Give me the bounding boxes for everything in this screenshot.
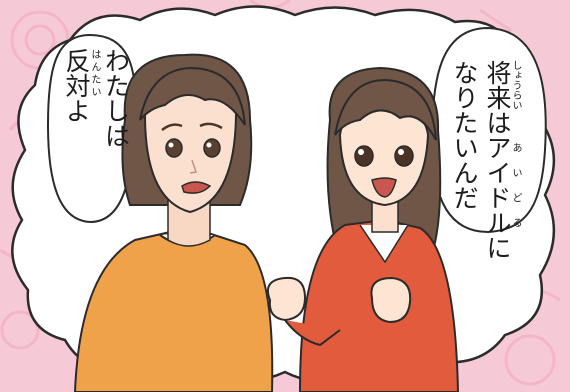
daughter-figure — [266, 66, 460, 392]
speech-column-2: なりたいんだ — [450, 60, 479, 210]
speech-text-daughter: 将来しょうらいはアイドルあいどるに なりたいんだ — [448, 60, 521, 260]
mother-figure — [73, 53, 274, 392]
speech-column-1: 将来しょうらいはアイドルあいどるに — [483, 60, 521, 260]
speech-text-mother: わたしは 反対はんたいよ — [60, 48, 133, 148]
speech-bubble-right — [430, 26, 547, 234]
speech-column-1: わたしは — [101, 48, 131, 148]
speech-column-2: 反対はんたいよ — [62, 48, 100, 123]
